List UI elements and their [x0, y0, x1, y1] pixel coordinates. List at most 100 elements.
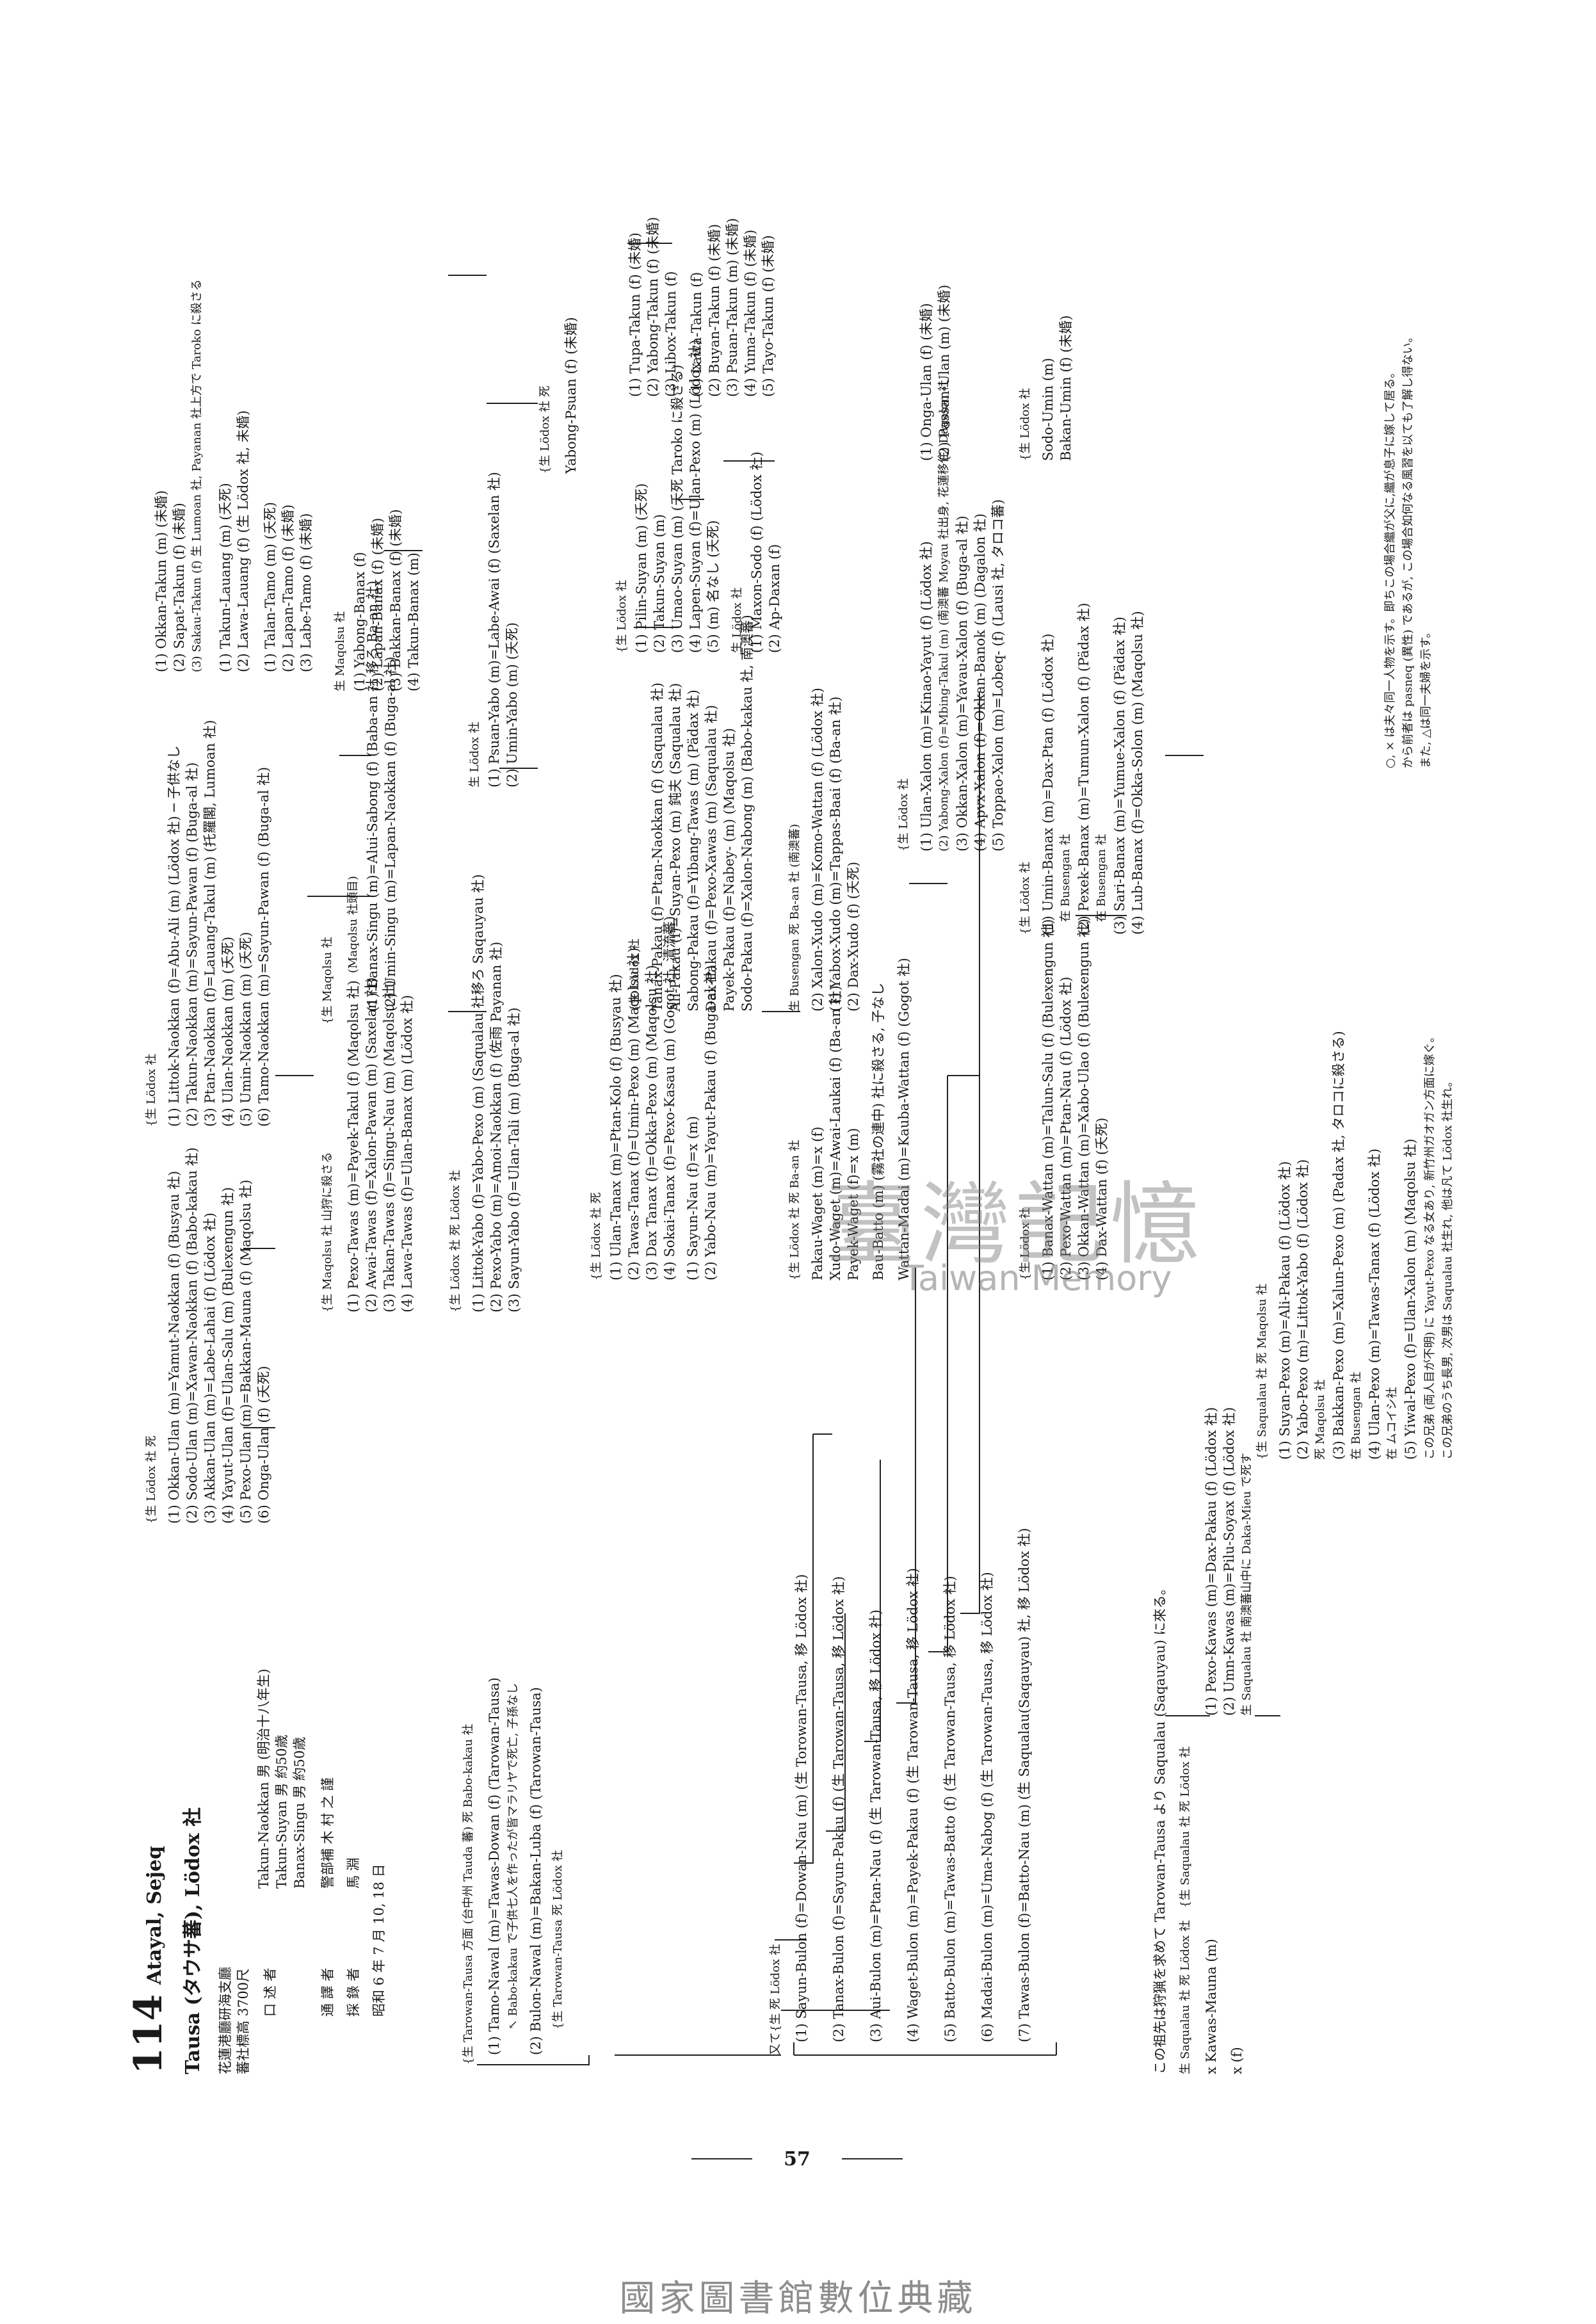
- interpreter-heading: 通 譯 者: [320, 1967, 335, 2017]
- lineage-note: この兄弟のうち長男, 次男は Saqualau 社生れ, 他は凡て Lödox …: [1441, 1075, 1455, 1460]
- family-node: (2) Sapat-Takun (f) (未婚): [172, 503, 187, 672]
- annotation: {生 Lödox 社 死 Lödox 社: [449, 1170, 462, 1312]
- family-node: (4) Yuma-Takun (f) (未婚): [743, 229, 758, 397]
- family-node: (2) Awai-Tawas (f)=Xalon-Pawan (m) (Saxe…: [364, 977, 379, 1312]
- family-node: (1) Yabox-Xudo (m)=Tappas-Baai (f) (Ba-a…: [828, 696, 843, 1012]
- annotation: 生 Saqualau 社 南澳蕃山中に Daka-Mieu で死す: [1240, 1453, 1253, 1716]
- family-node: (3) Dax Tanax (f)=Okka-Pexo (m) (Maqolsu…: [644, 965, 659, 1280]
- family-node: Tanax-Pakau (f)=Ptan-Naokkan (f) (Saqual…: [650, 682, 665, 1012]
- family-node: (3) Sayun-Yabo (f)=Ulan-Tali (m) (Buga-a…: [506, 1007, 522, 1312]
- family-node: (3) Takan-Tawas (f)=Singu-Nau (m) (Maqol…: [382, 980, 397, 1312]
- tribe-label: Atayal, Sejeq: [143, 1846, 166, 1985]
- family-node: (2) Yabo-Nau (m)=Yayut-Pakau (f) (Buga-a…: [703, 965, 718, 1280]
- family-node: (4) Yayut-Ulan (f)=Ulan-Salu (m) (Bulexe…: [220, 1187, 236, 1524]
- informant-3: Banax-Singu 男 約50歳: [292, 1736, 307, 1889]
- annotation: {生 Tarowan-Tausa 死 Lödox 社: [551, 1850, 565, 2030]
- family-node: (3) Aui-Bulon (m)=Ptan-Nau (f) (生 Tarowa…: [868, 1610, 883, 2042]
- family-node: Ali-Pakau (f)=Suyan-Pexo (m) 鈍夫 (Saquala…: [668, 682, 683, 1012]
- family-node: (1) Tamo-Nawal (m)=Tawas-Dowan (f) (Taro…: [487, 1677, 502, 2055]
- family-node: (1) Pexo-Tawas (m)=Payek-Takul (f) (Maqo…: [346, 980, 361, 1312]
- watermark-english-text: Taiwan Memory: [903, 1258, 1172, 1298]
- annotation: {生 Lödox 社: [1019, 387, 1032, 461]
- lineage-note: この祖先は狩猟を求めて Tarowan-Tausa より Saqualau (S…: [1152, 1581, 1168, 2074]
- family-node: (1) Sayun-Nau (f)=x (m): [685, 1115, 700, 1280]
- family-node: (1) Takun-Lauang (m) (夭死): [218, 483, 233, 672]
- lineage-note: この兄弟 (両人目が不明) に Yayut-Pexo なる女あり, 新竹州ガオガ…: [1423, 1031, 1437, 1460]
- annotation: 又て{生 死 Lödox 社: [769, 1944, 782, 2055]
- family-node: (3) Sakau-Takun (f) 生 Lumoan 社, Payanan …: [190, 279, 204, 672]
- recorder-heading: 採 錄 者: [346, 1967, 361, 2017]
- annotation: {生 Maqolsu 社: [321, 936, 334, 1024]
- annotation: {生 Lödox 社: [615, 579, 629, 653]
- family-node: (2) Xalon-Xudo (m)=Komo-Wattan (f) (Lödo…: [810, 688, 825, 1012]
- family-node: (1) Pexo-Kawas (m)=Dax-Pakau (f) (Lödox …: [1204, 1407, 1219, 1716]
- watermark-cjk-text: 臺灣記憶: [826, 1173, 1205, 1277]
- family-node: Bakan-Umin (f) (未婚): [1058, 315, 1074, 461]
- family-node: x Kawas-Mauna (m): [1204, 1939, 1219, 2074]
- annotation: 生 Busengan 死 Ba-an 社 (南澳蕃): [788, 823, 802, 1012]
- annotation: 死 Maqolsu 社: [1314, 1379, 1327, 1460]
- taiwan-memory-watermark: 臺灣記憶 Taiwan Memory: [826, 1152, 1312, 1319]
- family-node: Pakau-Waget (m)=x (f): [810, 1126, 825, 1280]
- page-number: 57: [691, 2148, 903, 2170]
- family-node: (1) Psuan-Yabo (m)=Labe-Awai (f) (Saxela…: [487, 472, 502, 787]
- family-node: (2) Lawa-Lauang (f) (生 Lödox 社, 未婚): [236, 410, 251, 672]
- family-node: (4) Ulan-Pexo (m)=Tawas-Tanax (f) (Lödox…: [1367, 1148, 1382, 1460]
- annotation: ↖ Babo-kakau で子供七人を作ったが皆マラリヤで死亡, 子孫なし: [506, 1682, 520, 2029]
- family-node: (3) Psuan-Takun (m) (未婚): [725, 218, 740, 397]
- family-node: (3) Labe-Tamo (f) (未婚): [298, 513, 314, 672]
- family-node: (2) Bulon-Nawal (m)=Bakan-Luba (f) (Taro…: [528, 1687, 544, 2055]
- family-node: (2) Ap-Daxan (f): [767, 544, 782, 653]
- family-node: x (f): [1229, 2047, 1245, 2074]
- annotation: {生 Lödox 社: [145, 1053, 158, 1127]
- family-node: (2) Passan-Ulan (m) (未婚): [937, 284, 952, 461]
- annotation: 生 Lödox 社: [468, 722, 481, 787]
- family-node: Sodo-Umin (m): [1040, 357, 1056, 461]
- family-node: (5) Batto-Bulon (m)=Tawas-Batto (f) (生 T…: [942, 1576, 958, 2042]
- family-node: (1) Pilin-Suyan (m) (夭死): [634, 483, 649, 653]
- family-node: (3) Sari-Banax (m)=Yumue-Xalon (f) (Päda…: [1112, 617, 1127, 935]
- family-node: (3) Bakkan-Banax (f) (未婚): [388, 509, 403, 691]
- family-node: Sodo-Pakau (f)=Xalon-Nabong (m) (Babo-ka…: [739, 615, 755, 1012]
- family-node: (2) Sodo-Ulan (m)=Xawan-Naokkan (f) (Bab…: [184, 1147, 200, 1524]
- family-node: (3) Umao-Suyan (m) (夭死 Taroko に殺さる): [670, 364, 685, 653]
- family-node: (7) Tawas-Bulon (f)=Batto-Nau (m) (生 Saq…: [1017, 1528, 1032, 2042]
- family-node: (1) Onga-Ulan (f) (未婚): [919, 303, 934, 461]
- family-node: (1) Maxon-Sodo (f) (Lödox 社): [749, 451, 764, 653]
- record-date: 昭和 6 年 7 月 10, 18 日: [371, 1864, 387, 2017]
- family-node: Payek-Pakau (f)=Nabey- (m) (Maqolsu 社): [721, 728, 737, 1012]
- annotation: {生 Saqualau 社 死 Lödox 社: [1179, 1746, 1192, 1908]
- family-node: (1) Okkan-Ulan (m)=Yamut-Naokkan (f) (Bu…: [166, 1170, 182, 1524]
- family-node: (1) Umin-Banax (m)=Dax-Ptan (f) (Lödox 社…: [1040, 633, 1056, 935]
- family-node: (2) Pexo-Yabo (m)=Amoi-Naokkan (f) (佐雨 P…: [488, 941, 504, 1312]
- family-node: (3) Akkan-Ulan (m)=Labe-Lahai (f) (Lödox…: [202, 1213, 218, 1524]
- family-node: (3) Okkan-Xalon (m)=Yavau-Xalon (f) (Bug…: [955, 515, 970, 851]
- family-node: (2) Takun-Naokkan (m)=Sayun-Pawan (f) (B…: [184, 762, 200, 1127]
- annotation: 生 Maqolsu 社: [334, 611, 347, 691]
- entry-number: 114: [126, 1994, 171, 2074]
- family-node: Dax-Pakau (f)=Pexo-Xawas (m) (Saqualau 社…: [704, 705, 719, 1012]
- footnote: ○, × は夫々同一人物を示す。即ちこの場合繼が父に,繼が息子に嫁して居る。: [1383, 366, 1397, 768]
- family-node: (5) Umin-Naokkan (m) (夭死): [238, 932, 254, 1127]
- family-node: (4) Lub-Banax (f)=Okka-Solon (m) (Maqols…: [1130, 611, 1145, 935]
- annotation: 在 Busengan 社: [1095, 834, 1108, 922]
- family-node: (2) Yabong-Takun (f) (未婚): [645, 216, 661, 397]
- family-node: (3) Libox-Takun (f): [663, 271, 679, 398]
- family-node: (1) Yabong-Banax (f): [352, 552, 367, 691]
- library-footer: 國家圖書館數位典藏: [619, 2278, 977, 2320]
- annotation: 生 Saqualau 社 死 Lödox 社: [1179, 1920, 1192, 2074]
- family-node: (4) Waget-Bulon (m)=Payek-Pakau (f) (生 T…: [905, 1568, 921, 2042]
- family-node: (5) (m) 名なし (夭死): [705, 520, 721, 653]
- family-node: (2) Pexek-Banax (m)=Tumun-Xalon (f) (Päd…: [1076, 602, 1092, 935]
- district-label: 花蓮港廳研海支廳: [218, 1967, 233, 2074]
- family-node: {生 Tarowan-Tausa 方面 (台中州 Tauda 蕃) 死 Babo…: [462, 1723, 475, 2065]
- family-node: (3) Bakkan-Pexo (m)=Xalun-Pexo (m) (Pada…: [1331, 1031, 1346, 1460]
- family-node: (2) Lapan-Banax (f) (未婚): [370, 517, 385, 691]
- annotation: {生 Lödox 社 死 Ba-an 社: [788, 1140, 802, 1280]
- family-node: (2) Buyan-Takun (f) (未婚): [707, 223, 722, 397]
- annotation: 在 Busengan 社: [1059, 834, 1072, 922]
- annotation: {生 Lödox 社 死: [538, 385, 552, 474]
- family-node: (5) Pexo-Ulan (m)=Bakkan-Mauna (f) (Maqo…: [238, 1179, 254, 1524]
- family-node: (4) Takun-Banax (m): [406, 552, 421, 691]
- informant-1: Takun-Naokkan 男 (明治十八年生): [256, 1668, 271, 1889]
